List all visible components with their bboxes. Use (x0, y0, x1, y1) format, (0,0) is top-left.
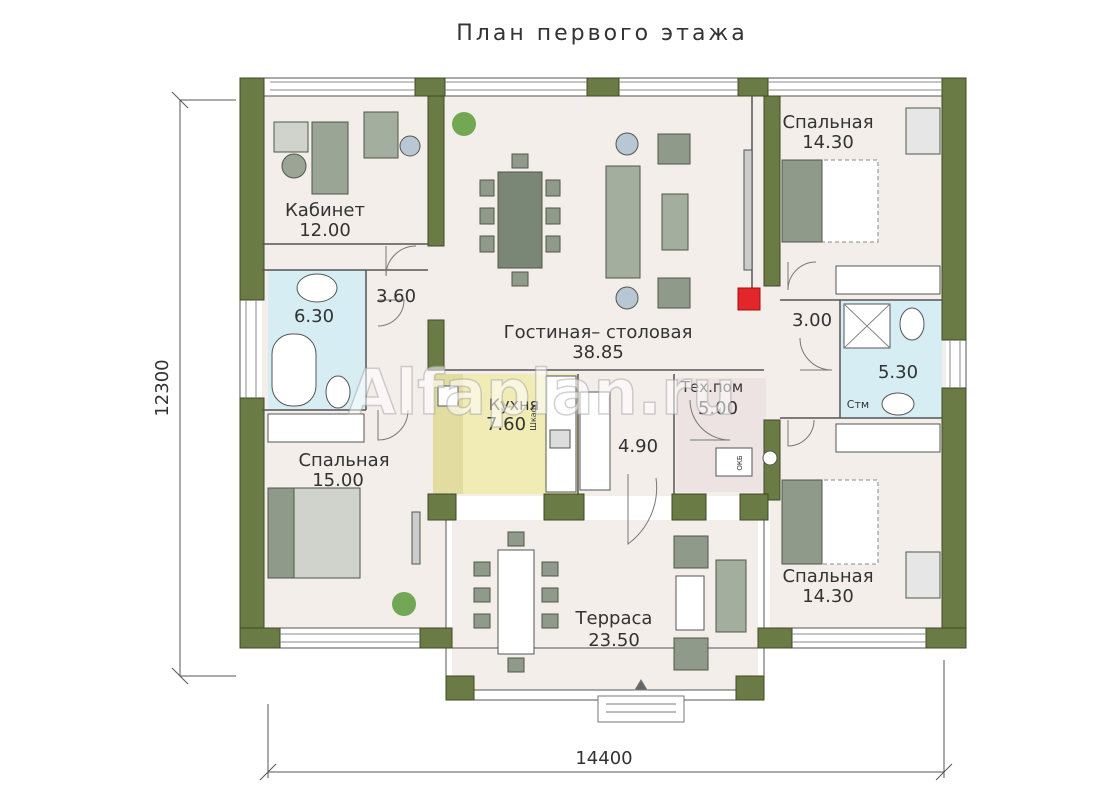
armchair (363, 111, 399, 159)
boiler (715, 447, 753, 477)
wardrobe (835, 423, 941, 453)
office-chair (281, 153, 307, 179)
sofa (605, 165, 641, 279)
sink (296, 273, 338, 303)
room-name-terrace: Терраса (575, 608, 653, 629)
room-area-hall: 3.60 (376, 286, 416, 307)
width-dimension: 14400 (575, 748, 632, 769)
toilet (325, 375, 351, 409)
room-area-kitchen: 7.60 (486, 414, 526, 435)
terrace-table (497, 549, 535, 655)
watermark: Alfaplan.ru (348, 356, 736, 429)
coffee-table (675, 575, 705, 631)
wardrobe-label: Шкаф (529, 405, 538, 430)
room-area-bed-w: 15.00 (312, 470, 364, 491)
doors (377, 245, 833, 545)
room-area-bath: 6.30 (294, 306, 334, 327)
dimension-lines (171, 91, 953, 781)
lamp (615, 286, 639, 310)
armchair (657, 277, 691, 309)
wardrobe (835, 265, 941, 295)
wardrobe (267, 413, 365, 443)
height-dimension: 12300 (152, 359, 173, 416)
walls (239, 77, 967, 701)
room-area-wc: 5.30 (878, 362, 918, 383)
room-area-closet: 4.90 (618, 436, 658, 457)
room-area-tech: 5.00 (698, 398, 738, 419)
lamp (615, 132, 639, 156)
armchair (673, 535, 709, 569)
room-area-bed-se: 14.30 (802, 586, 854, 607)
room-area-kabinet: 12.00 (299, 220, 351, 241)
windows (245, 81, 961, 643)
room-name-kabinet: Кабинет (285, 200, 365, 221)
wc-label: Стм (847, 398, 869, 411)
room-area-living: 38.85 (572, 342, 624, 363)
room-name-kitchen: Кухня (489, 395, 539, 414)
bathtub (271, 333, 317, 407)
plan-title: План первого этажа (456, 21, 747, 46)
plant-icon (392, 112, 476, 616)
room-area-bed-ne: 14.30 (802, 132, 854, 153)
room-name-bed-w: Спальная (298, 450, 389, 471)
entrance-steps (597, 679, 685, 723)
kitchen-sink (549, 429, 571, 449)
room-area-terrace: 23.50 (588, 630, 640, 651)
room-area-corridor: 3.00 (792, 310, 832, 331)
room-name-tech: Тех.пом (680, 378, 743, 396)
boiler-label: ОКБ (736, 455, 744, 470)
coffee-table (661, 193, 689, 251)
partitions (262, 96, 942, 494)
wardrobe (579, 391, 611, 491)
armchair (673, 637, 709, 671)
fireplace (737, 287, 761, 311)
armchair (657, 133, 691, 165)
stove (437, 385, 459, 407)
room-name-bed-ne: Спальная (782, 112, 873, 133)
toilet (899, 307, 925, 341)
sink (881, 392, 915, 416)
sofa (715, 559, 747, 633)
room-name-bed-se: Спальная (782, 566, 873, 587)
dining-table (497, 171, 543, 269)
furniture (267, 107, 941, 673)
room-name-living: Гостиная– столовая (504, 322, 693, 343)
desk (311, 121, 349, 195)
